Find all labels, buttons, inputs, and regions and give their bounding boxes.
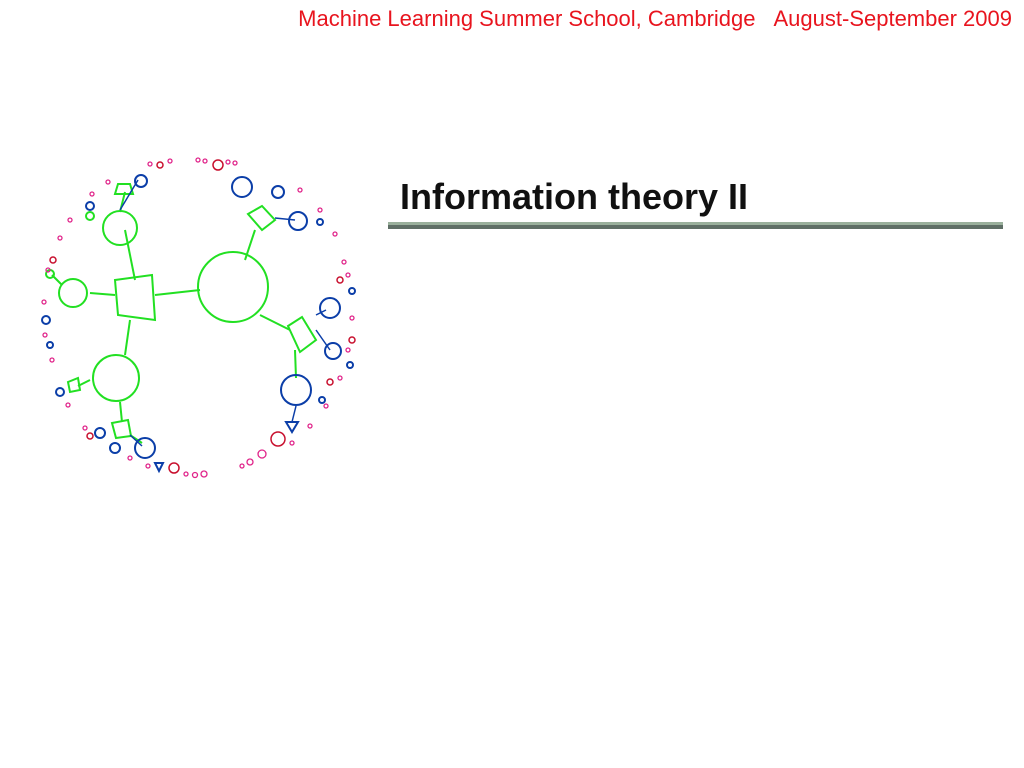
header-event: Machine Learning Summer School, Cambridg… — [298, 6, 756, 31]
slide-header: Machine Learning Summer School, Cambridg… — [298, 6, 1012, 32]
red-nodes — [49, 159, 356, 474]
header-dates: August-September 2009 — [773, 6, 1013, 31]
blue-nodes — [41, 174, 356, 474]
green-edges — [51, 191, 297, 444]
magenta-fringe — [41, 157, 355, 479]
green-nodes — [45, 183, 318, 440]
hyperbolic-tree-graphic — [41, 157, 356, 479]
slide-title: Information theory II — [400, 176, 749, 217]
title-underline — [388, 222, 1003, 229]
hyperbolic-tree-figure — [30, 150, 370, 495]
blue-edges — [119, 179, 331, 447]
